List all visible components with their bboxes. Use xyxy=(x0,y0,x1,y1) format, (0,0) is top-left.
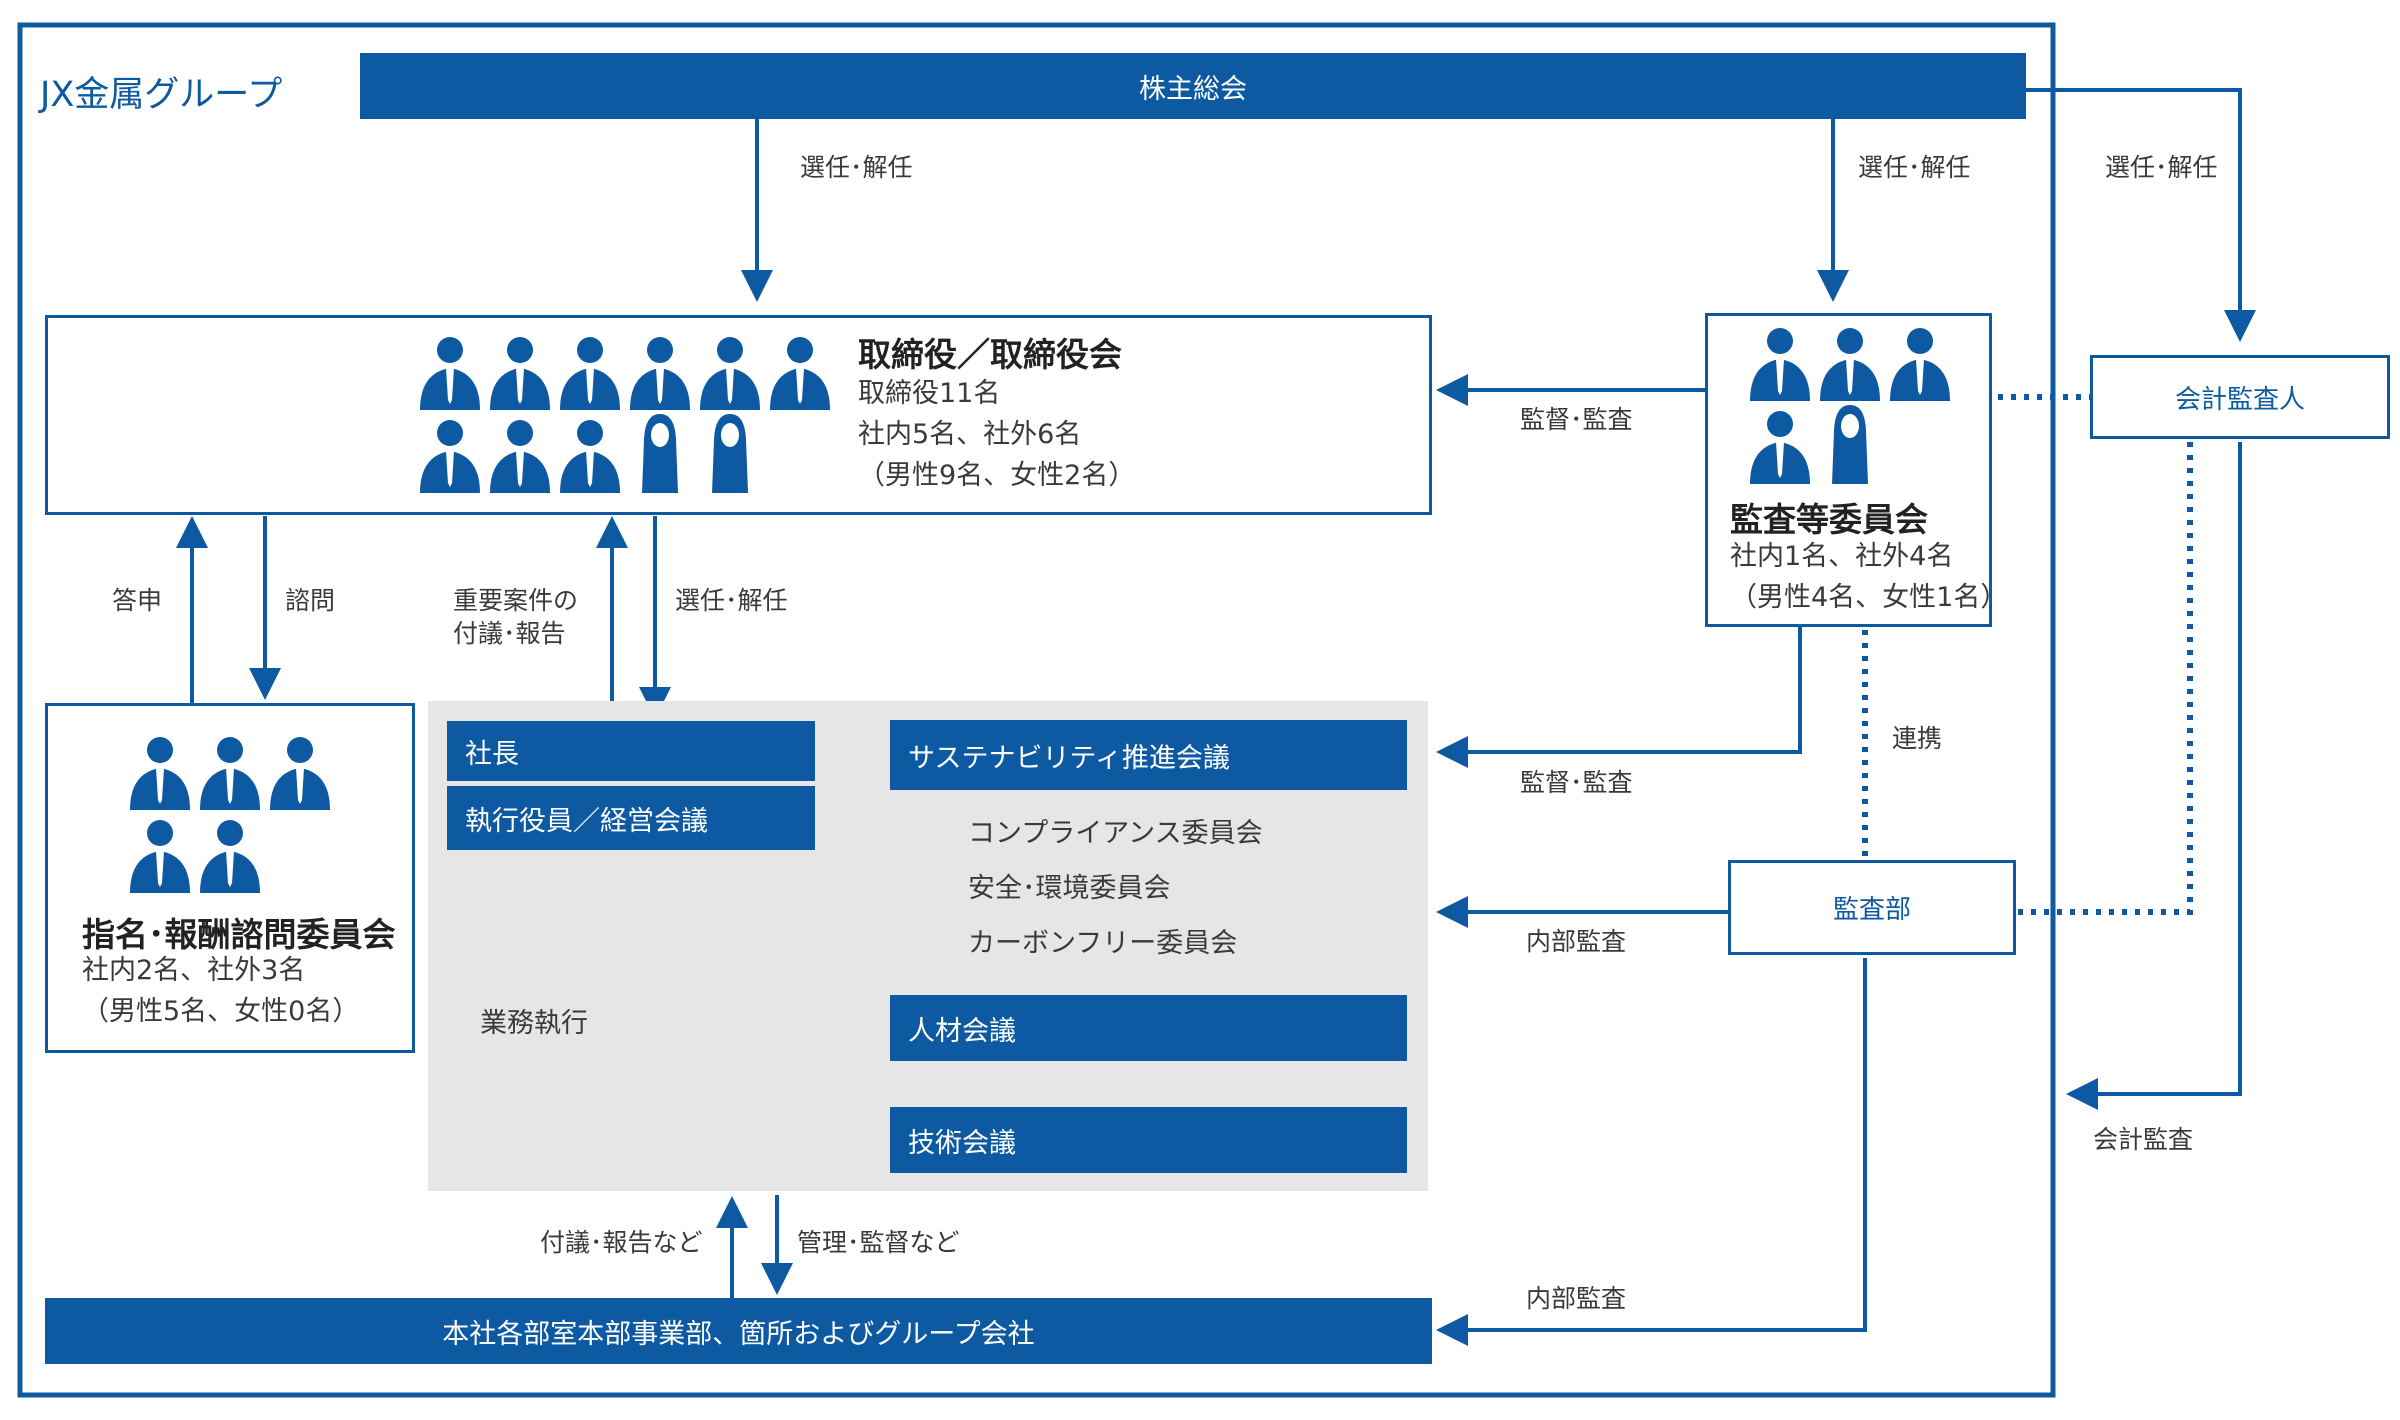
board-line-2: 社内5名、社外6名 xyxy=(858,419,1082,450)
person-icon xyxy=(270,737,330,810)
female-person-icon xyxy=(712,414,748,493)
president-box: 社長 xyxy=(447,721,815,781)
accounting-audit-label: 会計監査 xyxy=(2093,1125,2194,1154)
tech-meeting-label: 技術会議 xyxy=(908,1127,1016,1159)
officers-box: 執行役員／経営会議 xyxy=(447,786,815,850)
nomination-committee-title: 指名･報酬諮問委員会 xyxy=(82,915,396,954)
person-icon xyxy=(420,420,480,493)
female-person-icon xyxy=(642,414,678,493)
cooperation-label: 連携 xyxy=(1892,724,1943,753)
nomination-committee-line-1: 社内2名、社外3名 xyxy=(82,955,306,986)
accounting-auditor-label: 会計監査人 xyxy=(2174,384,2305,415)
nomination-people-icons xyxy=(130,737,330,893)
person-icon xyxy=(130,737,190,810)
appoint-label-auditor: 選任･解任 xyxy=(2105,153,2218,182)
sustainability-label: サステナビリティ推進会議 xyxy=(908,742,1230,774)
appoint-label-president: 選任･解任 xyxy=(675,586,788,615)
internal-audit-label-1: 内部監査 xyxy=(1526,927,1627,956)
arrow-audit-dept-bottom xyxy=(1436,958,1867,1346)
audit-committee-line-1: 社内1名、社外4名 xyxy=(1730,541,1954,572)
person-icon xyxy=(560,337,620,410)
consult-label: 諮問 xyxy=(285,586,336,615)
person-icon xyxy=(130,820,190,893)
sub-committee-1: コンプライアンス委員会 xyxy=(968,818,1263,849)
hr-meeting-box: 人材会議 xyxy=(890,995,1407,1061)
sustainability-box: サステナビリティ推進会議 xyxy=(890,720,1407,790)
arrow-audit-committee-execution xyxy=(1436,627,1802,768)
manage-supervise-label: 管理･監督など xyxy=(797,1228,960,1257)
person-icon xyxy=(770,337,830,410)
group-companies-label: 本社各部室本部事業部、箇所およびグループ会社 xyxy=(442,1318,1035,1350)
submit-report-label: 付議･報告など xyxy=(540,1228,703,1257)
supervise-label-execution: 監督･監査 xyxy=(1520,768,1633,797)
nomination-committee-line-2: （男性5名、女性0名） xyxy=(82,996,360,1027)
important-matters-label-1: 重要案件の xyxy=(453,586,579,615)
board-line-3: （男性9名、女性2名） xyxy=(858,460,1136,491)
shareholders-bar: 株主総会 xyxy=(360,53,2026,119)
accounting-auditor-box: 会計監査人 xyxy=(2090,355,2390,439)
person-icon xyxy=(200,737,260,810)
arrow-auditor-accounting xyxy=(2066,442,2242,1110)
arrow-shareholders-auditor xyxy=(2023,88,2256,342)
group-title: JX金属グループ xyxy=(40,75,283,115)
person-icon xyxy=(490,337,550,410)
audit-dept-label: 監査部 xyxy=(1832,895,1911,925)
person-icon xyxy=(630,337,690,410)
person-icon xyxy=(200,820,260,893)
person-icon xyxy=(1820,328,1880,401)
hr-meeting-label: 人材会議 xyxy=(908,1015,1016,1047)
person-icon xyxy=(1890,328,1950,401)
important-matters-label-2: 付議･報告 xyxy=(453,619,566,648)
person-icon xyxy=(420,337,480,410)
person-icon xyxy=(490,420,550,493)
president-label: 社長 xyxy=(465,738,519,770)
audit-committee-people-icons xyxy=(1750,328,1950,484)
board-line-1: 取締役11名 xyxy=(858,378,1001,409)
dotted-links xyxy=(1862,394,2193,915)
group-companies-bar: 本社各部室本部事業部、箇所およびグループ会社 xyxy=(45,1298,1432,1364)
supervise-label-board: 監督･監査 xyxy=(1520,405,1633,434)
audit-committee-title: 監査等委員会 xyxy=(1730,500,1928,539)
business-execution-label: 業務執行 xyxy=(480,1008,588,1039)
person-icon xyxy=(1750,328,1810,401)
audit-committee-line-2: （男性4名、女性1名） xyxy=(1730,582,2008,613)
audit-dept-box: 監査部 xyxy=(1728,860,2016,955)
report-answer-label: 答申 xyxy=(112,586,163,615)
person-icon xyxy=(560,420,620,493)
internal-audit-label-2: 内部監査 xyxy=(1526,1284,1627,1313)
sub-committee-2: 安全･環境委員会 xyxy=(968,873,1171,904)
shareholders-label: 株主総会 xyxy=(1139,73,1247,105)
board-title: 取締役／取締役会 xyxy=(858,335,1122,374)
sub-committee-3: カーボンフリー委員会 xyxy=(968,928,1238,959)
female-person-icon xyxy=(1832,405,1868,484)
officers-label: 執行役員／経営会議 xyxy=(465,805,708,837)
person-icon xyxy=(1750,411,1810,484)
appoint-label-board: 選任･解任 xyxy=(800,153,913,182)
appoint-label-audit-committee: 選任･解任 xyxy=(1858,153,1971,182)
group-frame xyxy=(17,22,2056,1398)
board-people-icons xyxy=(420,337,830,493)
person-icon xyxy=(700,337,760,410)
tech-meeting-box: 技術会議 xyxy=(890,1107,1407,1173)
